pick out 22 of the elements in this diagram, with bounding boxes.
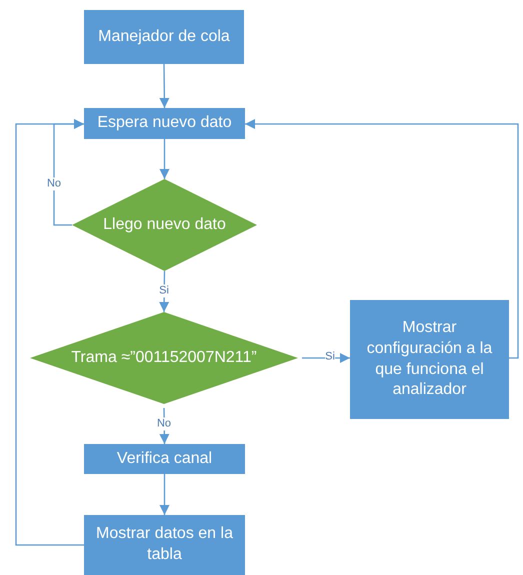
arrow	[159, 64, 170, 108]
node-text: Llego nuevo dato	[103, 214, 226, 235]
arrow	[159, 271, 170, 312]
process-box	[84, 10, 244, 64]
arrow	[160, 474, 170, 515]
node-text: Mostrar datos en la tabla	[95, 524, 234, 565]
arrow	[245, 119, 519, 359]
node-text: Verifica canal	[116, 448, 212, 469]
node-text: Espera nuevo dato	[97, 113, 232, 134]
edge-label: No	[156, 418, 172, 430]
node-text: Mostrar configuración a la que funciona el analizador	[366, 318, 494, 400]
process-box	[350, 300, 509, 419]
process-box	[84, 444, 245, 474]
node-text: Trama ≈”001152007N211”	[71, 348, 257, 368]
arrow	[302, 353, 350, 363]
arrow	[15, 119, 84, 546]
process-box	[84, 515, 245, 575]
process-box	[84, 108, 245, 139]
edge-label: No	[46, 178, 62, 190]
edge-label: Si	[159, 284, 169, 298]
node-text: Manejador de cola	[98, 26, 230, 47]
arrow	[160, 139, 170, 179]
